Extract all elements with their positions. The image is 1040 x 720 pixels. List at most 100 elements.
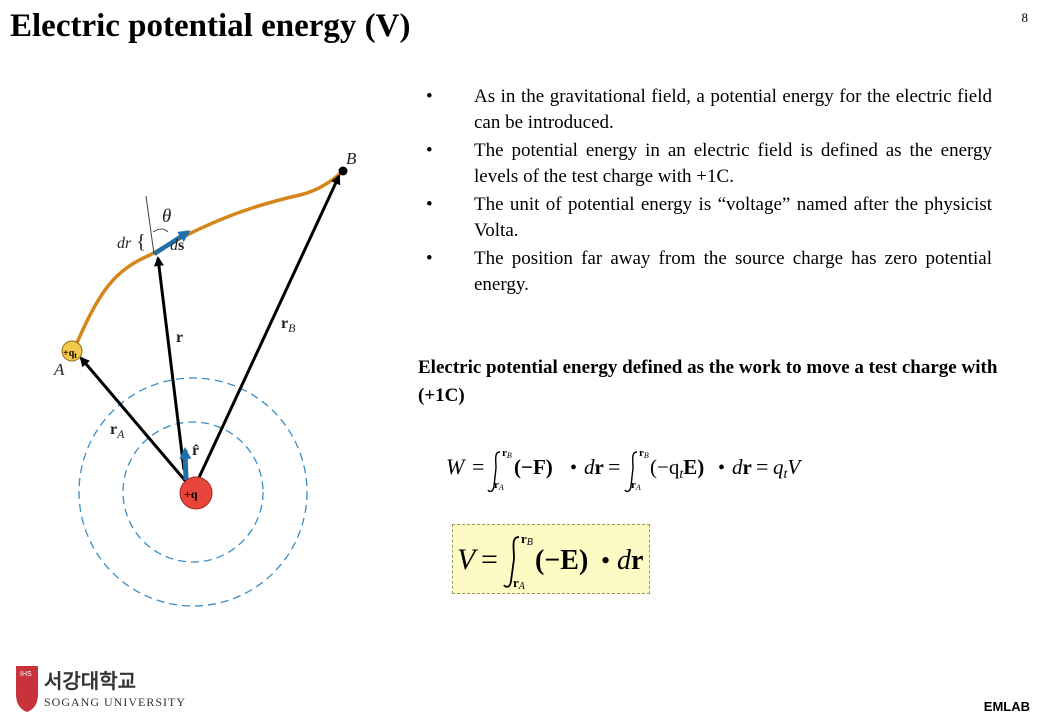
eq1-dot2: • [718,457,725,479]
eq2-v: V [457,543,479,576]
potential-equation: V = rB rA (−E) • dr [457,531,643,592]
eq1-dr2-d: d [732,455,743,479]
eq1-dr-d: d [584,455,595,479]
bullet-text: The potential energy in an electric fiel… [474,140,992,187]
svg-text:rB: rB [521,531,533,548]
svg-text:rA: rA [631,479,641,492]
label-ds-s: s [178,237,184,254]
eq1-upper2-sub: B [644,451,649,460]
svg-text:(−qtE): (−qtE) [650,455,704,482]
theta-arc [152,228,169,233]
eq2-dr-d: d [617,545,632,576]
eq1-upper-sub: B [507,451,512,460]
test-charge-label: +q [63,348,75,359]
label-ra-r: r [110,421,117,438]
eq1-upper2: r [639,447,644,459]
bullet-symbol: • [426,248,433,269]
eq1-w: W [446,454,466,479]
svg-text:dr: dr [584,455,604,479]
shield-icon [16,666,38,712]
eq1-q: q [773,455,784,479]
rhat-vector [179,447,192,481]
eq1-dr2-r: r [743,455,752,479]
bullet-item: • The unit of potential energy is “voltag… [420,192,992,244]
eq1-v: V [787,455,802,479]
eq1-term1: (−F) [514,455,553,479]
label-r: r [176,329,183,346]
bullet-text: As in the gravitational field, a potenti… [474,86,992,133]
label-ds-d: d [170,237,179,254]
label-dr: dr [117,235,132,252]
test-charge-subscript: t [74,351,77,360]
eq2-dr-r: r [631,545,643,576]
sogang-university-logo: IHS 서강대학교 SOGANG UNIVERSITY [16,666,186,712]
ds-vector [152,230,191,256]
bullet-item: • As in the gravitational field, a potent… [420,84,992,136]
svg-text:rB: rB [639,447,649,460]
eq2-dot: • [601,546,610,575]
svg-text:rA: rA [110,421,125,441]
eq1-dot1: • [570,457,577,479]
bullet-symbol: • [426,140,433,161]
outer-equipotential-circle [78,377,308,607]
svg-text:rB: rB [281,315,296,335]
label-rb-r: r [281,315,288,332]
test-charge [61,340,83,362]
logo-korean: 서강대학교 [44,669,136,693]
eq1-term2: (−q [650,455,680,479]
r-vector [154,256,186,471]
eq1-dr-r: r [595,455,604,479]
eq1-equals: = [472,454,484,479]
bullet-item: • The potential energy in an electric fie… [420,138,992,190]
label-a: A [53,360,65,379]
rB-vector [194,174,341,485]
bullet-list: • As in the gravitational field, a potent… [420,84,992,300]
rA-vector [79,356,190,485]
bullet-text: The unit of potential energy is “voltage… [474,194,992,241]
label-ra-sub: A [116,427,125,441]
work-equation: W = rB rA (−F) • dr = rB rA (−qtE) • dr … [446,447,802,493]
svg-text:qtV: qtV [773,455,802,482]
shield-text: IHS [20,671,32,678]
potential-equation-box: V = rB rA (−E) • dr [452,524,650,594]
point-b [338,166,348,176]
eq2-term: (−E) [535,545,588,576]
source-charge [179,476,213,510]
label-b: B [346,149,357,168]
eq2-equals: = [481,543,498,576]
label-rb-sub: B [288,321,296,335]
bullet-symbol: • [426,194,433,215]
eq1-lower-sub: A [498,483,504,492]
eq2-upper: r [521,531,527,546]
eq1-upper: r [502,447,507,459]
svg-text:dr: dr [732,455,752,479]
label-rhat: r̂ [192,442,199,459]
eq1-lower2-sub: A [635,483,641,492]
bullet-text: The position far away from the source ch… [474,248,992,295]
svg-text:ds: ds [170,237,184,254]
eq1-lower: r [494,479,499,491]
svg-text:rA: rA [513,575,526,592]
source-charge-label: +q [184,487,198,501]
svg-text:rA: rA [494,479,504,492]
potential-path-diagram: +qt +q B A θ dr { ds r rB rA r̂ [53,149,357,607]
eq1-term2-sub: t [679,467,684,482]
slide-title: Electric potential energy (V) [10,8,411,44]
inner-equipotential-circle [122,421,264,563]
bullet-symbol: • [426,86,433,107]
logo-english: SOGANG UNIVERSITY [44,695,186,709]
definition-text: Electric potential energy defined as the… [418,357,998,406]
eq1-equals2: = [608,454,620,479]
eq1-q-sub: t [784,467,789,482]
theta-construction-line [145,195,155,255]
footer-label: EMLAB [983,699,1030,714]
svg-text:+qt: +qt [63,348,77,360]
eq1-lower2: r [631,479,636,491]
svg-text:dr: dr [617,545,643,576]
bullet-item: • The position far away from the source c… [420,246,992,298]
eq2-lower: r [513,575,519,590]
eq1-equals3: = [756,454,768,479]
integration-path [74,169,345,346]
label-theta: θ [162,206,171,227]
eq2-lower-sub: A [518,581,526,592]
